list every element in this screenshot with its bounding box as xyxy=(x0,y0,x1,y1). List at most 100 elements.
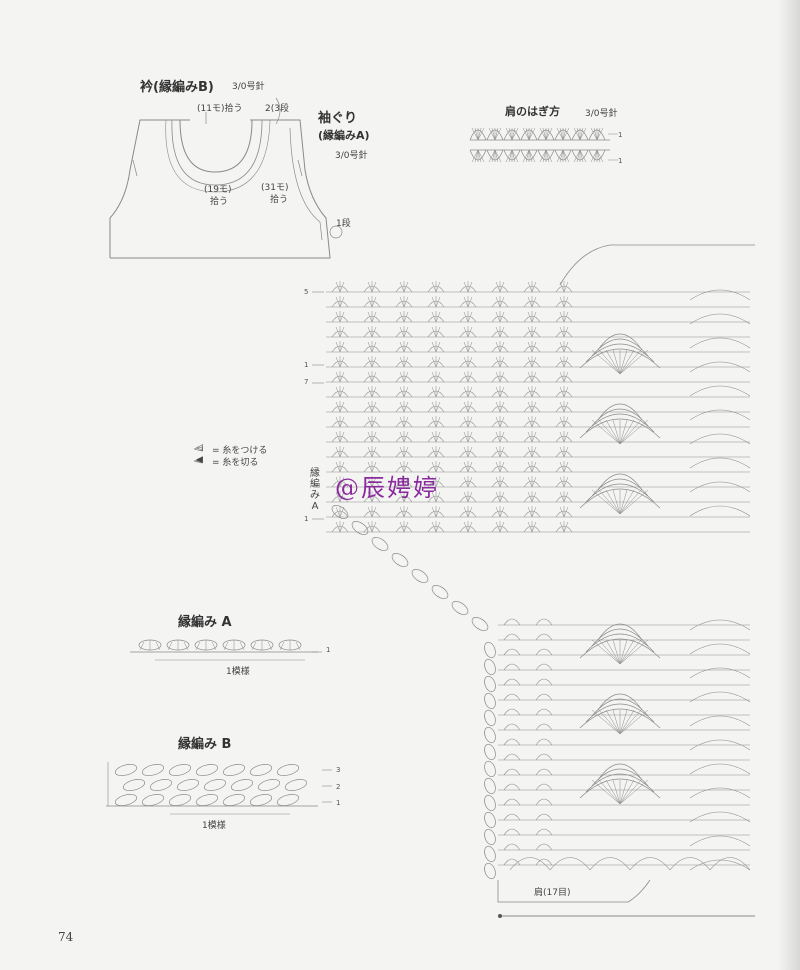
edging-b-shell xyxy=(230,779,254,791)
shoulder-stitch xyxy=(494,127,502,141)
stitch-group xyxy=(367,491,377,503)
stitch-group xyxy=(367,386,377,398)
pineapple-stitch xyxy=(605,639,621,665)
stitch-group xyxy=(495,416,505,428)
pineapple-stitch xyxy=(619,419,642,445)
stitch-group xyxy=(463,416,473,428)
shoulder-stitch xyxy=(491,149,496,163)
stitch-group xyxy=(463,491,473,503)
stitch-fan xyxy=(503,633,521,641)
stitch-group xyxy=(495,371,505,383)
stitch-group xyxy=(559,416,569,428)
stitch-fan xyxy=(503,663,521,671)
pineapple-stitch xyxy=(598,489,621,515)
shoulder-stitch xyxy=(545,149,553,163)
stitch-group xyxy=(495,401,505,413)
pineapple-stitch xyxy=(612,489,621,515)
edging-b-title: 縁編み B xyxy=(178,737,232,752)
stitch-group xyxy=(495,446,505,458)
pineapple-shell xyxy=(597,473,643,491)
shoulder-stitch xyxy=(508,127,513,141)
stitch-group xyxy=(367,371,377,383)
edging-b-shell xyxy=(114,764,138,776)
stitch-group xyxy=(559,431,569,443)
bottom-scallop xyxy=(509,857,551,871)
shoulder-stitch xyxy=(562,127,567,141)
stitch-group xyxy=(495,281,505,293)
edging-b-shell xyxy=(284,779,308,791)
stitch-group xyxy=(335,371,345,383)
edging-b-shell xyxy=(195,794,219,806)
pineapple-shell xyxy=(597,333,643,351)
pineapple-stitch xyxy=(619,709,642,735)
shoulder-stitch xyxy=(593,127,598,141)
shoulder-stitch xyxy=(528,149,536,163)
vertical-char: 編 xyxy=(310,479,320,490)
chain-arch xyxy=(689,313,751,325)
edging-leaf xyxy=(484,743,496,761)
shoulder-stitch xyxy=(491,127,496,141)
stitch-group xyxy=(399,476,409,488)
edging-b-shell xyxy=(203,779,227,791)
bottom-scallop xyxy=(669,857,711,871)
pineapple-stitch xyxy=(619,489,649,515)
stitch-group xyxy=(335,311,345,323)
edging-b-shell xyxy=(168,764,192,776)
stitch-group xyxy=(367,431,377,443)
pineapple-stitch xyxy=(598,639,621,665)
shoulder-stitch xyxy=(545,149,550,163)
chart-row-label: 1 xyxy=(304,361,309,369)
stitch-group xyxy=(399,356,409,368)
edging-b-shell xyxy=(176,779,200,791)
stitch-group xyxy=(463,296,473,308)
pineapple-shell xyxy=(597,623,643,641)
stitch-fan xyxy=(535,663,553,671)
stitch-group xyxy=(399,296,409,308)
chain-arch xyxy=(689,859,751,871)
shoulder-join-title: 肩のはぎ方 xyxy=(505,105,560,118)
edging-b-repeat: 1模様 xyxy=(202,821,226,831)
legend-attach-symbol: ◁ xyxy=(196,443,203,453)
chain-arch xyxy=(689,361,751,373)
pineapple-stitch xyxy=(605,419,621,445)
pineapple-shell xyxy=(591,408,649,427)
stitch-fan xyxy=(535,738,553,746)
row-marker-circle xyxy=(329,225,343,239)
stitch-fan xyxy=(503,618,521,626)
shoulder-stitch xyxy=(590,127,598,141)
stitch-group xyxy=(367,326,377,338)
stitch-group xyxy=(399,446,409,458)
legend-cut-yarn: = 糸を切る xyxy=(212,458,259,468)
neck-pick-11: (11モ)拾う xyxy=(197,104,243,114)
pineapple-stitch xyxy=(619,419,635,445)
edging-a-repeat: 1模様 xyxy=(226,667,250,677)
edging-b-shell xyxy=(141,794,165,806)
stitch-group xyxy=(431,416,441,428)
neck-pick-19: (19モ) xyxy=(204,185,232,195)
pineapple-stitch xyxy=(605,779,621,805)
pineapple-shell xyxy=(591,338,649,357)
shoulder-stitch xyxy=(477,149,482,163)
stitch-fan xyxy=(503,798,521,806)
edging-leaf xyxy=(484,709,496,727)
shoulder-stitch xyxy=(488,149,496,163)
shoulder-stitch xyxy=(556,149,564,163)
stitch-group xyxy=(559,401,569,413)
edging-b-shell xyxy=(149,779,173,791)
stitch-fan xyxy=(503,738,521,746)
pineapple-shell xyxy=(597,693,643,711)
stitch-group xyxy=(463,476,473,488)
chain-arch xyxy=(689,835,751,847)
edging-b-row-label: 2 xyxy=(336,783,341,791)
stitch-group xyxy=(495,341,505,353)
shoulder-stitch xyxy=(593,149,598,163)
stitch-group xyxy=(559,326,569,338)
pineapple-shell xyxy=(579,778,661,799)
chain-arch xyxy=(689,457,751,469)
edging-b-shell xyxy=(276,764,300,776)
pineapple-shell xyxy=(591,478,649,497)
stitch-group xyxy=(559,521,569,533)
stitch-group xyxy=(399,281,409,293)
